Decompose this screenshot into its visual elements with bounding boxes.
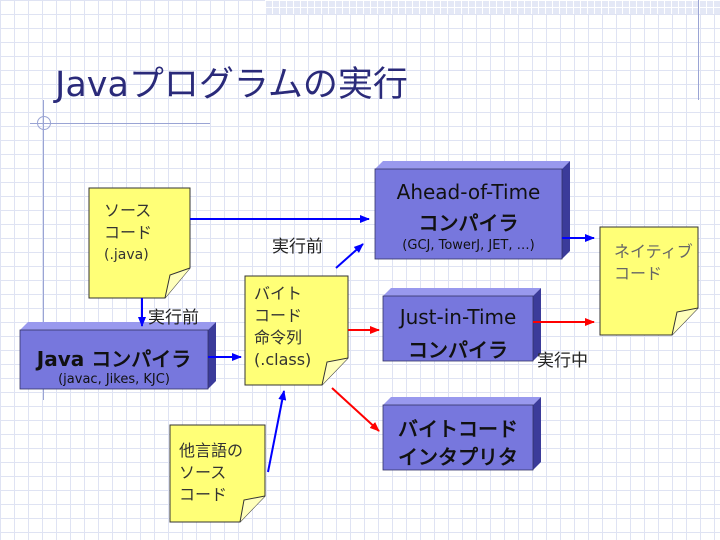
other-note-line2: ソース [179,463,227,482]
aot-title-line1: Ahead-of-Time [396,180,541,204]
top-decoration-band [265,0,720,14]
arrow-other-to-bytecode [267,390,287,473]
bytecode-note-text: バイト コード 命令列 (.class) [254,283,311,371]
aot-title-line2: コンパイラ [418,211,519,235]
other-language-note-text: 他言語の ソース コード [179,440,243,506]
source-note-line2: コード [104,223,153,242]
other-language-note [169,424,266,523]
jit-title-line1: Just-in-Time [399,305,517,329]
java-compiler-title-rest: コンパイラ [84,347,192,371]
before-run-label-top: 実行前 [272,237,323,257]
decoration-right-line [698,0,699,100]
arrow-bytecode-to-aot [335,243,364,269]
bytecode-note-line2: コード [254,306,303,325]
bytecode-note-line3: 命令列 [254,328,303,347]
during-run-label: 実行中 [537,351,588,371]
interpreter-box [382,397,541,471]
java-compiler-box [19,322,216,390]
decoration-horizontal-line [30,123,210,124]
source-note-line3: (.java) [104,247,149,263]
source-note-text: ソース コード (.java) [104,200,152,266]
native-note-line1: ネイティブ [614,242,693,261]
jit-title-line2: コンパイラ [408,338,508,362]
interpreter-title-line1: バイトコード [398,417,518,441]
native-code-note [599,226,699,336]
source-note-line1: ソース [104,201,152,220]
jit-compiler-box [382,288,541,362]
source-code-note [88,187,191,299]
java-compiler-subtitle: (javac, Jikes, KJC) [58,372,170,387]
aot-subtitle: (GCJ, TowerJ, JET, …) [402,238,535,253]
arrow-bytecode-to-interpreter [331,387,380,432]
before-run-label-left: 実行前 [148,308,199,328]
other-note-line1: 他言語の [179,441,244,460]
page-title: Javaプログラムの実行 [55,65,408,105]
interpreter-title-line2: インタプリタ [398,445,518,469]
bytecode-note-line1: バイト [254,284,303,303]
aot-compiler-box [374,161,570,260]
decoration-vertical-line [43,100,44,400]
other-note-line3: コード [179,485,228,504]
bytecode-note [244,275,349,386]
native-note-line2: コード [614,264,663,283]
java-compiler-title-bold: Java [36,347,85,371]
java-compiler-title: Java コンパイラ [20,343,208,372]
decoration-circle [37,116,51,130]
native-note-text: ネイティブ コード [614,241,693,285]
bytecode-note-line4: (.class) [254,350,312,369]
